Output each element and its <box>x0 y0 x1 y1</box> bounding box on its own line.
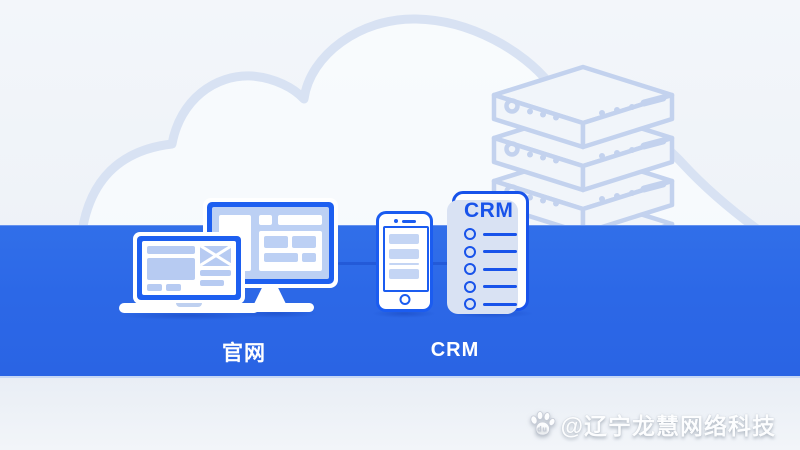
speaker-line <box>401 219 416 223</box>
cloud-and-servers-illustration <box>77 14 762 232</box>
camera-dot <box>393 219 398 223</box>
watermark-text: @辽宁龙慧网络科技 <box>560 413 776 439</box>
laptop-shadow <box>118 311 260 320</box>
list-line <box>483 302 517 306</box>
screen-row <box>389 269 419 279</box>
list-line <box>483 285 517 288</box>
bullet-circle-icon <box>464 298 476 310</box>
crm-list-item <box>464 245 517 258</box>
website-label: 官网 <box>222 342 266 365</box>
screen-row <box>389 249 419 259</box>
smartphone <box>376 211 433 312</box>
crm-list <box>455 228 526 310</box>
list-line <box>483 267 517 271</box>
svg-text:du: du <box>537 427 548 434</box>
laptop-bezel <box>137 236 241 300</box>
laptop-base <box>119 303 259 313</box>
screen-block <box>200 280 224 286</box>
bullet-circle-icon <box>464 280 476 293</box>
screen-block <box>147 258 195 280</box>
screen-cell <box>264 253 298 262</box>
crm-label: CRM <box>430 339 480 361</box>
bottom-background <box>0 378 800 450</box>
server-stack-icon <box>491 64 675 232</box>
list-line <box>483 232 517 236</box>
screen-block <box>147 246 195 254</box>
screen-block <box>278 215 322 225</box>
baidu-paw-icon: du <box>530 411 555 436</box>
screen-block <box>259 215 272 225</box>
crm-list-item <box>464 228 517 240</box>
phone-speaker <box>393 219 416 223</box>
phone-screen <box>383 226 429 292</box>
monitor-stand <box>254 287 286 304</box>
crm-card-title: CRM <box>464 199 514 222</box>
connector-monitor-phone <box>338 262 378 265</box>
image-placeholder-icon <box>200 246 231 266</box>
screen-block <box>166 284 181 291</box>
laptop-screen <box>142 241 236 295</box>
laptop-hinge-notch <box>176 303 202 307</box>
screen-divider <box>389 263 419 265</box>
monitor-base <box>238 303 314 312</box>
screen-block <box>200 270 231 276</box>
crm-list-item <box>464 298 517 310</box>
crm-list-item <box>464 280 517 293</box>
bullet-circle-icon <box>464 263 476 275</box>
watermark: du @辽宁龙慧网络科技 <box>529 407 776 441</box>
crm-document-card: CRM <box>447 191 529 314</box>
phone-shadow <box>372 309 436 318</box>
screen-cell <box>302 253 316 262</box>
screen-row <box>389 234 419 244</box>
home-button <box>399 294 410 305</box>
screen-panel <box>259 231 322 271</box>
bullet-circle-icon <box>464 245 476 258</box>
crm-list-item <box>464 263 517 275</box>
laptop <box>133 232 245 304</box>
screen-cell <box>264 236 288 248</box>
monitor-shadow <box>234 309 318 318</box>
screen-cell <box>292 236 316 248</box>
connector-phone-crm <box>430 262 454 265</box>
screen-block <box>147 284 162 291</box>
list-line <box>483 250 517 253</box>
bullet-circle-icon <box>464 228 476 240</box>
